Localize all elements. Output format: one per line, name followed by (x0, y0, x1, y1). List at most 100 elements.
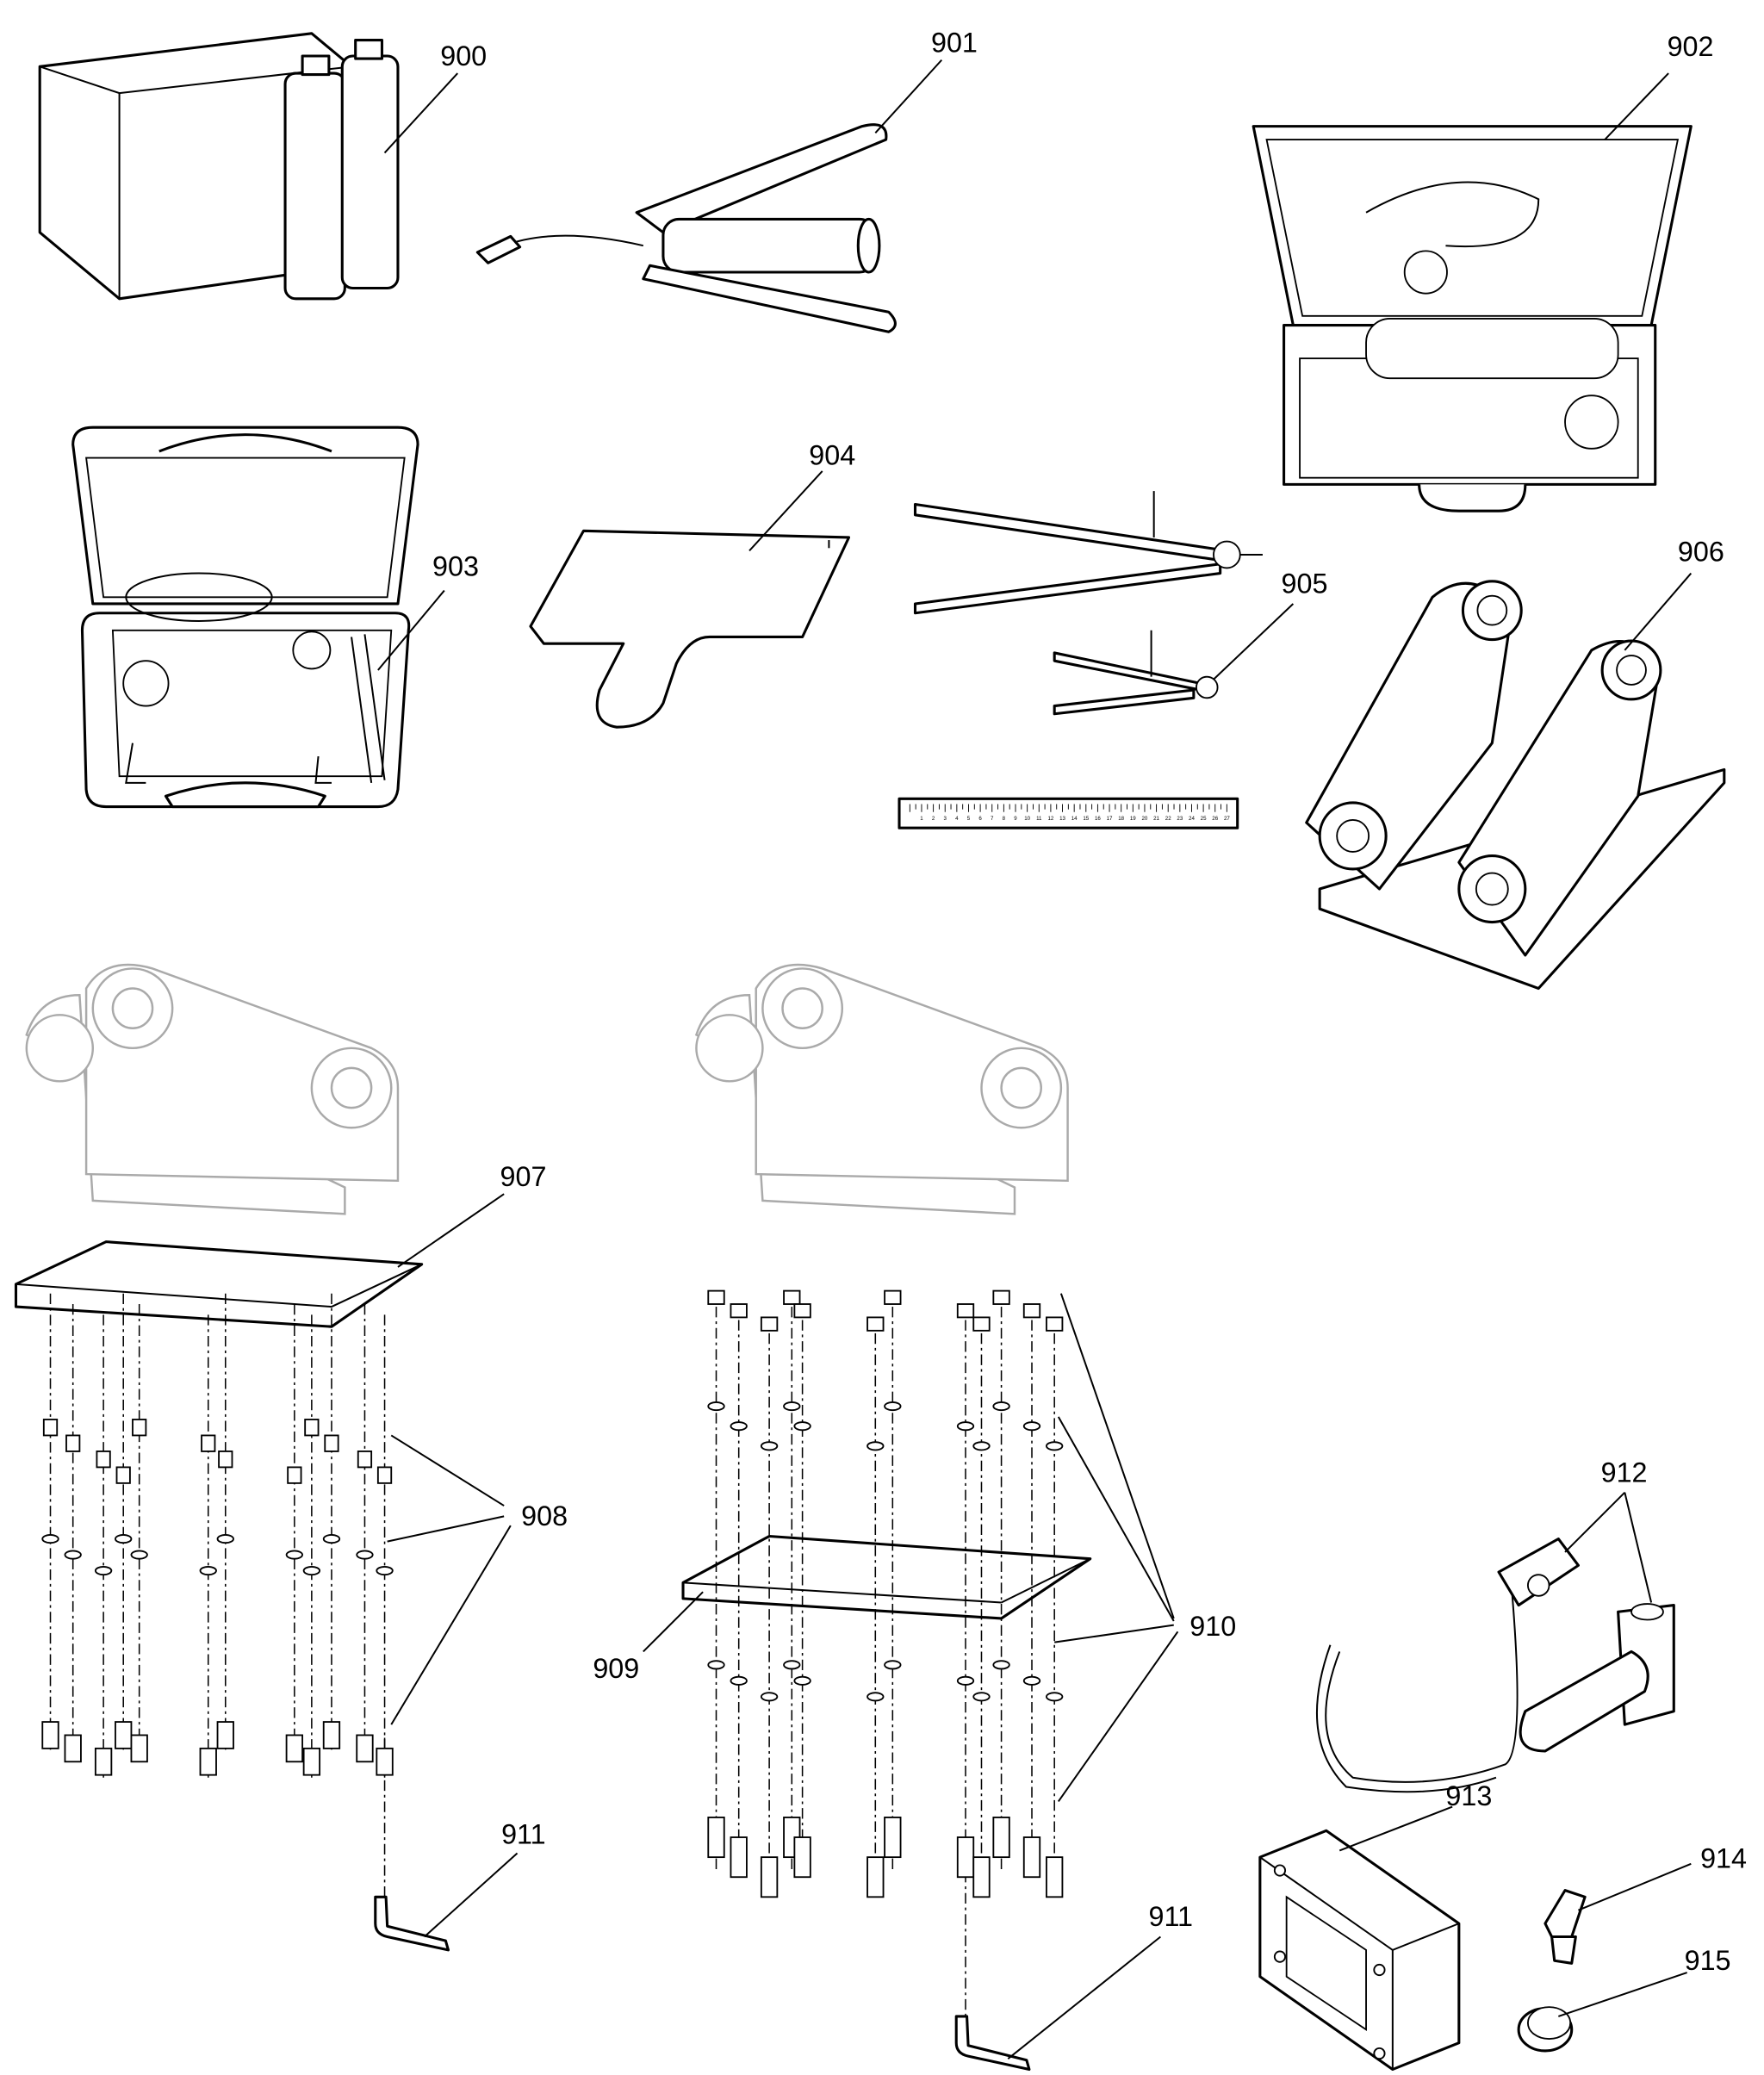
bolt (992, 1817, 1010, 1859)
callout-911-right: 911 (1149, 1901, 1194, 1932)
washer (730, 1421, 748, 1432)
item-908-fasteners: 908 911 (41, 1293, 568, 1952)
ruler-number: 6 (978, 816, 982, 822)
item-900-grease-box-and-cartridges: 900 (38, 32, 487, 301)
nut (992, 1289, 1010, 1305)
washer (760, 1441, 779, 1451)
ruler-number: 24 (1189, 816, 1195, 822)
bolt (793, 1836, 811, 1879)
bolt (41, 1721, 59, 1749)
washer (972, 1692, 991, 1702)
bolt (356, 1734, 374, 1763)
washer (783, 1660, 801, 1670)
washer (199, 1565, 217, 1576)
washer (956, 1421, 975, 1432)
nut (304, 1419, 320, 1437)
bolt (302, 1747, 321, 1776)
washer (707, 1401, 725, 1412)
washer (41, 1534, 59, 1544)
item-909-mounting-plate: 909 (593, 1534, 1092, 1684)
bolt (866, 1856, 885, 1898)
nut (956, 1303, 975, 1319)
bolt (115, 1721, 133, 1749)
nut (884, 1289, 902, 1305)
washer (322, 1534, 341, 1544)
washer (760, 1692, 779, 1702)
item-904-gauge-plate: 904 (529, 439, 855, 729)
bolt (322, 1721, 341, 1749)
ruler-number: 5 (967, 816, 971, 822)
ruler-number: 23 (1177, 816, 1183, 822)
ruler-number: 25 (1201, 816, 1207, 822)
nut (793, 1303, 811, 1319)
washer (972, 1441, 991, 1451)
ruler-number: 4 (955, 816, 959, 822)
ghost-bracket-right (694, 963, 1069, 1215)
item-901-grease-gun: 901 (475, 27, 978, 333)
nut (357, 1451, 373, 1469)
bolt (1046, 1856, 1064, 1898)
ruler-number: 2 (932, 816, 935, 822)
ruler-number: 19 (1130, 816, 1136, 822)
nut (1046, 1316, 1064, 1332)
washer (216, 1534, 234, 1544)
washer (302, 1565, 321, 1576)
washer (783, 1401, 801, 1412)
ruler-number: 1 (920, 816, 923, 822)
item-910-fasteners: 910 911 (707, 1289, 1236, 2072)
washer (64, 1550, 82, 1560)
ruler-number: 18 (1118, 816, 1124, 822)
ghost-bracket-left (25, 963, 400, 1215)
nut (866, 1316, 885, 1332)
bolt (199, 1747, 217, 1776)
nut (707, 1289, 725, 1305)
washer (866, 1441, 885, 1451)
item-913-junction-box: 913 (1258, 1780, 1492, 2072)
washer (130, 1550, 148, 1560)
washer (1046, 1441, 1064, 1451)
washer (356, 1550, 374, 1560)
item-912-sensor-assembly: 912 (1316, 1457, 1675, 1793)
callout-908: 908 (521, 1500, 568, 1531)
nut (1022, 1303, 1041, 1319)
ruler-number: 20 (1142, 816, 1148, 822)
ruler-number: 12 (1047, 816, 1053, 822)
ruler-number: 21 (1153, 816, 1159, 822)
ruler-number: 8 (1003, 816, 1006, 822)
ruler-number: 9 (1014, 816, 1017, 822)
nut (760, 1316, 779, 1332)
washer (793, 1675, 811, 1686)
washer (793, 1421, 811, 1432)
nut (783, 1289, 801, 1305)
nut (972, 1316, 991, 1332)
bolt (707, 1817, 725, 1859)
washer (94, 1565, 113, 1576)
callout-909: 909 (593, 1653, 639, 1684)
nut (132, 1419, 147, 1437)
bolt (376, 1747, 394, 1776)
nut (201, 1434, 216, 1452)
ruler-number: 10 (1024, 816, 1030, 822)
item-903-test-kit-case: 903 (71, 426, 479, 809)
ruler-number: 22 (1165, 816, 1171, 822)
washer (884, 1660, 902, 1670)
bolt (285, 1734, 304, 1763)
ruler-number: 26 (1212, 816, 1218, 822)
washer (866, 1692, 885, 1702)
washer (115, 1534, 133, 1544)
item-902-tool-case: 902 (1252, 31, 1714, 513)
nut (115, 1466, 131, 1484)
bolt (972, 1856, 991, 1898)
nut (730, 1303, 748, 1319)
item-915-cap: 915 (1517, 1945, 1731, 2053)
bolt (760, 1856, 779, 1898)
bolt (884, 1817, 902, 1859)
callout-911-left: 911 (501, 1819, 546, 1850)
nut (65, 1434, 81, 1452)
nut (96, 1451, 111, 1469)
washer (376, 1565, 394, 1576)
nut (324, 1434, 339, 1452)
